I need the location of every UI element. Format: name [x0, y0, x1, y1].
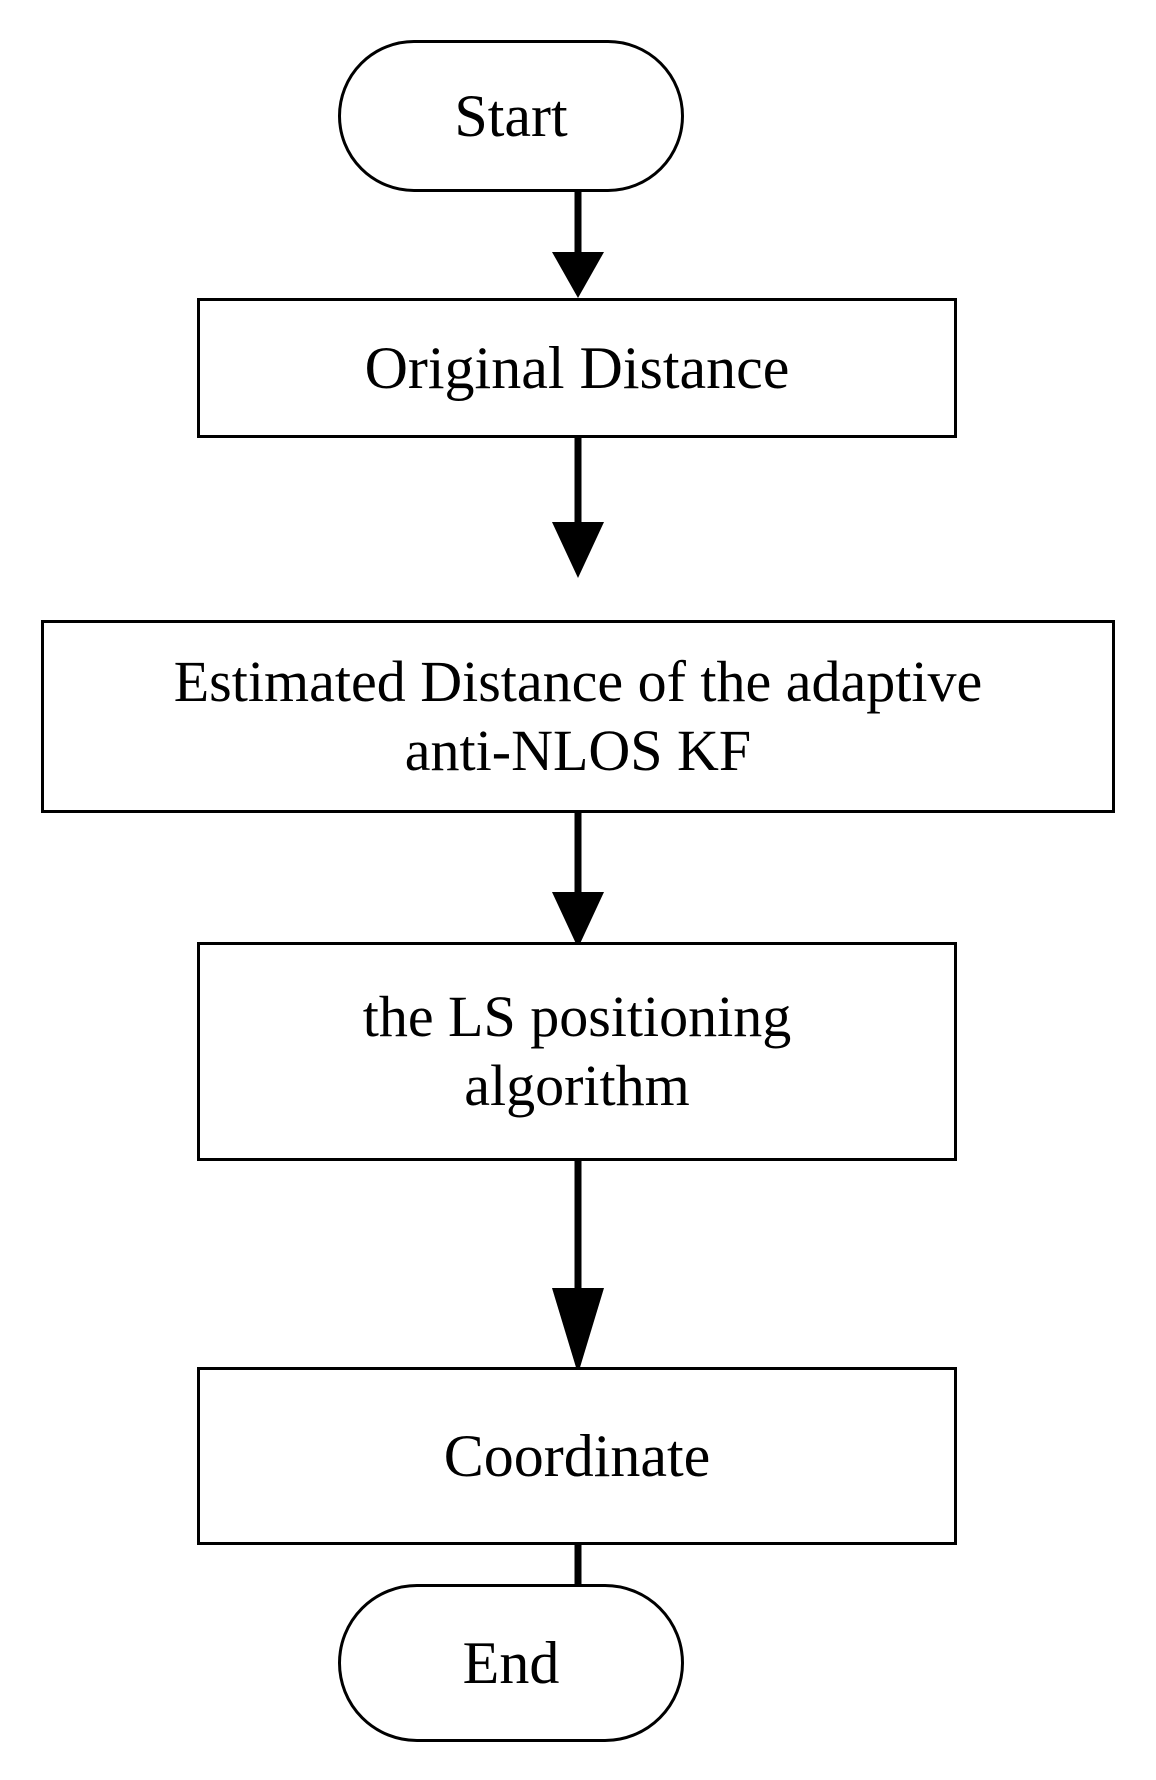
node-original-distance-label: Original Distance	[364, 334, 790, 401]
edge-estimated-to-ls-arrowhead	[552, 892, 604, 948]
node-start-label: Start	[454, 82, 568, 149]
edge-original-to-estimated-stem	[574, 438, 582, 534]
node-coordinate[interactable]: Coordinate	[197, 1367, 957, 1545]
edge-ls-to-coordinate-arrowhead	[552, 1288, 604, 1374]
node-end[interactable]: End	[338, 1584, 684, 1742]
node-start[interactable]: Start	[338, 40, 684, 192]
edge-start-to-original-arrowhead	[552, 252, 604, 298]
edge-start-to-original-stem	[574, 192, 582, 262]
node-estimated-distance[interactable]: Estimated Distance of the adaptive anti-…	[41, 620, 1115, 813]
node-end-label: End	[462, 1629, 560, 1696]
edge-original-to-estimated-arrowhead	[552, 522, 604, 578]
edge-estimated-to-ls-stem	[574, 813, 582, 901]
node-ls-positioning-algorithm-label: the LS positioning algorithm	[362, 984, 792, 1118]
node-coordinate-label: Coordinate	[443, 1422, 711, 1489]
node-ls-positioning-algorithm[interactable]: the LS positioning algorithm	[197, 942, 957, 1161]
node-original-distance[interactable]: Original Distance	[197, 298, 957, 438]
edge-ls-to-coordinate-stem	[574, 1161, 582, 1297]
node-estimated-distance-label: Estimated Distance of the adaptive anti-…	[173, 649, 983, 783]
